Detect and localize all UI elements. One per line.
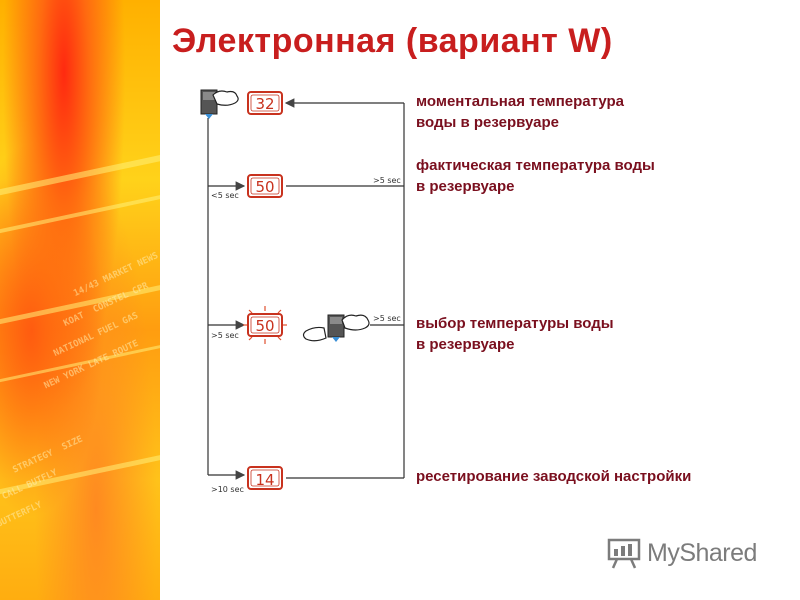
description-factory-reset: ресетирование заводской настройки <box>416 468 692 485</box>
timer-label: >5 sec <box>211 331 239 340</box>
digital-display-2: 50 <box>247 174 283 198</box>
description-instant-temperature: моментальная температура воды в резервуа… <box>416 91 624 133</box>
timer-label: >5 sec <box>373 176 401 185</box>
watermark: MyShared <box>607 537 757 569</box>
digital-display-1: 32 <box>247 91 283 115</box>
display-1-value: 32 <box>255 95 274 113</box>
decorative-left-band: 14/43 MARKET NEWS KOAT CONSTEL CPR NATIO… <box>0 0 160 600</box>
description-line: воды в резервуаре <box>416 114 559 131</box>
description-line: выбор температуры воды <box>416 315 614 332</box>
page-title: Электронная (вариант W) <box>172 22 613 60</box>
description-actual-temperature: фактическая температура воды в резервуар… <box>416 155 655 197</box>
digital-display-3-blinking: 50 <box>243 306 287 344</box>
description-line: фактическая температура воды <box>416 157 655 174</box>
display-2-value: 50 <box>255 178 274 196</box>
timer-label: >10 sec <box>211 485 244 494</box>
hand-press-icon <box>302 314 370 342</box>
hand-press-icon <box>200 89 239 119</box>
presentation-board-icon <box>607 538 641 569</box>
display-4-value: 14 <box>255 471 274 489</box>
watermark-text: MyShared <box>647 538 757 567</box>
timer-label: >5 sec <box>373 314 401 323</box>
display-3-value: 50 <box>255 317 274 335</box>
description-line: в резервуаре <box>416 336 515 353</box>
timer-label: <5 sec <box>211 191 239 200</box>
description-line: в резервуаре <box>416 178 515 195</box>
description-line: моментальная температура <box>416 93 624 110</box>
description-select-temperature: выбор температуры воды в резервуаре <box>416 313 614 355</box>
digital-display-4: 14 <box>247 466 283 490</box>
